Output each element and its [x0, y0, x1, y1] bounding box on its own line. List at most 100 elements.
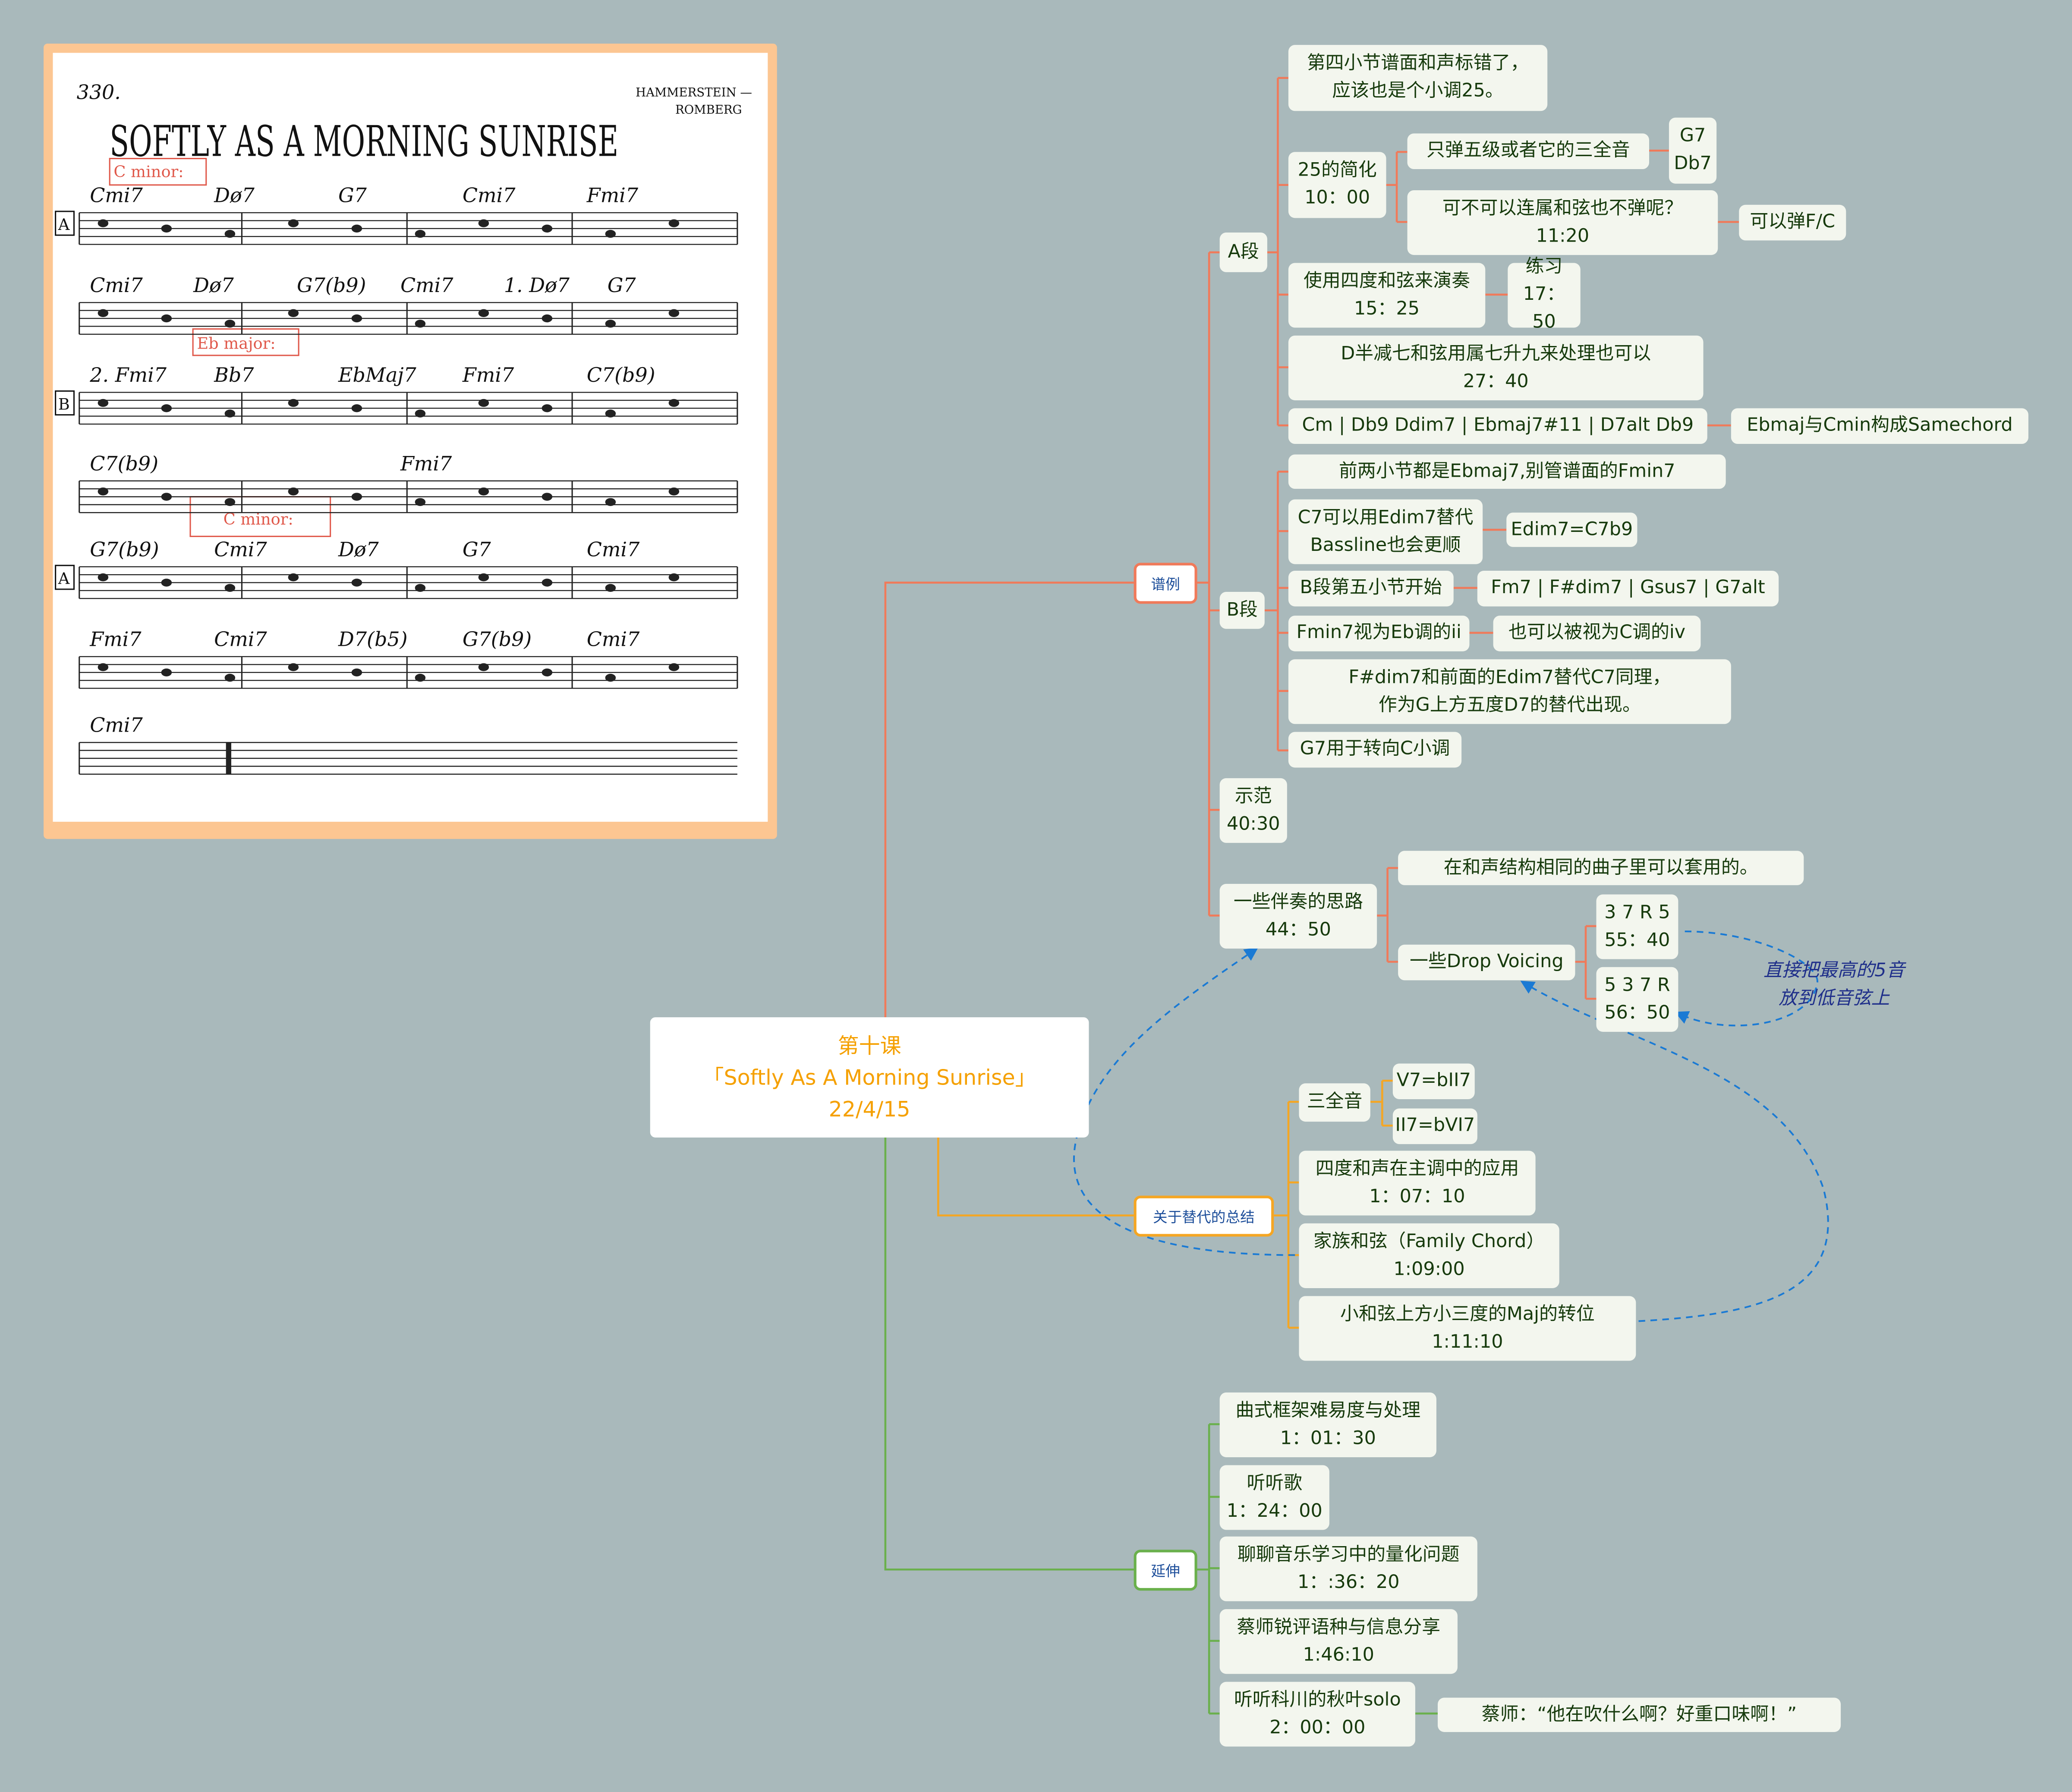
- substitution-connectors: [937, 1079, 1393, 1329]
- note-head: [161, 578, 172, 587]
- chord-symbol: Bb7: [214, 363, 254, 387]
- node-edim[interactable]: Edim7=C7b9: [1506, 512, 1637, 547]
- note-head: [161, 493, 172, 501]
- note-head: [98, 487, 109, 496]
- c-minor-label-1: C minor:: [113, 162, 183, 181]
- staff: [79, 742, 737, 775]
- chord-symbol: G7: [608, 274, 636, 297]
- node-reuse[interactable]: 在和声结构相同的曲子里可以套用的。: [1398, 851, 1804, 885]
- node-listen[interactable]: 听听歌 1：24：00: [1219, 1465, 1329, 1530]
- note-head: [98, 399, 109, 407]
- branch-extension[interactable]: 延伸: [1134, 1550, 1197, 1591]
- node-g7[interactable]: G7用于转向C小调: [1288, 732, 1462, 768]
- node-fourths-tonic[interactable]: 四度和声在主调中的应用 1：07：10: [1299, 1151, 1536, 1216]
- note-head: [542, 578, 553, 587]
- node-voicing-2[interactable]: 5 3 7 R 56：50: [1596, 967, 1678, 1032]
- page-number: 330.: [77, 81, 121, 104]
- node-demo[interactable]: 示范 40:30: [1219, 778, 1287, 843]
- node-tritone[interactable]: 三全音: [1299, 1083, 1370, 1122]
- note-head: [478, 573, 489, 582]
- branch-score[interactable]: 谱例: [1134, 563, 1197, 604]
- note-head: [288, 309, 299, 317]
- note-head: [98, 309, 109, 317]
- chord-symbol: Cmi7: [587, 538, 640, 561]
- node-quantify[interactable]: 聊聊音乐学习中的量化问题 1：:36：20: [1219, 1536, 1477, 1601]
- node-simplify[interactable]: 25的简化 10：00: [1288, 152, 1386, 218]
- node-fmin7-iv[interactable]: 也可以被视为C调的iv: [1493, 616, 1701, 651]
- node-family-chord[interactable]: 家族和弦（Family Chord） 1:09:00: [1299, 1223, 1559, 1288]
- note-head: [605, 230, 616, 238]
- staff: [79, 392, 738, 425]
- sheet-paper: [53, 53, 768, 822]
- note-head: [668, 219, 680, 227]
- chord-symbol: Cmi7: [214, 628, 267, 651]
- composer-1: HAMMERSTEIN —: [636, 86, 752, 100]
- node-half-dim[interactable]: D半减七和弦用属七升九来处理也可以 27：40: [1288, 335, 1704, 400]
- node-comping[interactable]: 一些伴奏的思路 44：50: [1219, 883, 1377, 949]
- chord-symbol: Fmi7: [400, 452, 452, 475]
- node-c7-sub[interactable]: C7可以用Edim7替代 Bassline也会更顺: [1288, 499, 1483, 564]
- node-samechord[interactable]: Ebmaj与Cmin构成Samechord: [1731, 408, 2028, 444]
- node-quote[interactable]: 蔡师：“他在吹什么啊？好重口味啊！”: [1438, 1698, 1841, 1732]
- note-head: [224, 584, 236, 592]
- note-head: [478, 219, 489, 227]
- note-head: [288, 487, 299, 496]
- node-a-section[interactable]: A段: [1219, 233, 1267, 272]
- root-topic[interactable]: 第十课 「Softly As A Morning Sunrise」 22/4/1…: [650, 1017, 1089, 1138]
- staff: [79, 566, 738, 599]
- node-comments[interactable]: 蔡师锐评语种与信息分享 1:46:10: [1219, 1609, 1458, 1674]
- note-head: [351, 314, 362, 323]
- note-head: [415, 409, 426, 418]
- chord-symbol: Cmi7: [90, 274, 143, 297]
- staff: [79, 656, 738, 689]
- node-fsharp-dim[interactable]: F#dim7和前面的Edim7替代C7同理， 作为G上方五度D7的替代出现。: [1288, 659, 1731, 724]
- node-tritone-chords[interactable]: G7 Db7: [1669, 117, 1717, 184]
- node-first-two-bars[interactable]: 前两小节都是Ebmaj7,别管谱面的Fmin7: [1288, 454, 1726, 489]
- node-bar5[interactable]: B段第五小节开始: [1288, 571, 1454, 607]
- chord-symbol: Fmi7: [586, 184, 639, 207]
- node-form[interactable]: 曲式框架难易度与处理 1：01：30: [1219, 1392, 1436, 1457]
- chord-symbol: Cmi7: [214, 538, 267, 561]
- rehearsal-a2: A: [58, 569, 70, 588]
- chord-symbol: G7(b9): [90, 538, 159, 561]
- chord-symbol: Cmi7: [463, 184, 516, 207]
- note-head: [542, 668, 553, 676]
- chord-symbol: 1. Dø7: [504, 274, 570, 297]
- node-tritone-2[interactable]: II7=bVI7: [1392, 1108, 1477, 1144]
- node-bar5-chords[interactable]: Fm7 | F#dim7 | Gsus7 | G7alt: [1477, 571, 1779, 607]
- node-progression[interactable]: Cm | Db9 Ddim7 | Ebmaj7#11 | D7alt Db9: [1288, 408, 1707, 444]
- note-head: [605, 584, 616, 592]
- note-head: [224, 673, 236, 682]
- node-b-section[interactable]: B段: [1219, 592, 1265, 629]
- score-connectors: [884, 77, 1739, 1018]
- note-head: [351, 404, 362, 412]
- chord-symbol: G7(b9): [463, 628, 532, 651]
- node-coltrane[interactable]: 听听科川的秋叶solo 2：00：00: [1219, 1682, 1415, 1747]
- node-minor-maj[interactable]: 小和弦上方小三度的Maj的转位 1:11:10: [1299, 1296, 1636, 1361]
- chord-symbol: G7: [338, 184, 367, 207]
- note-head: [224, 409, 236, 418]
- note-head: [478, 399, 489, 407]
- note-head: [288, 663, 299, 671]
- note-head: [161, 668, 172, 676]
- node-fc[interactable]: 可以弹F/C: [1739, 204, 1846, 241]
- chord-symbol: D7(b5): [338, 628, 407, 651]
- node-tritone-only[interactable]: 只弹五级或者它的三全音: [1407, 133, 1649, 169]
- branch-substitution[interactable]: 关于替代的总结: [1134, 1195, 1274, 1237]
- node-skip-dominant[interactable]: 可不可以连属和弦也不弹呢？ 11:20: [1407, 190, 1718, 255]
- note-head: [542, 404, 553, 412]
- node-practice[interactable]: 练习 17：50: [1508, 256, 1581, 333]
- node-fourths[interactable]: 使用四度和弦来演奏 15：25: [1288, 263, 1486, 328]
- node-tritone-1[interactable]: V7=bII7: [1392, 1063, 1475, 1099]
- node-drop-voicing[interactable]: 一些Drop Voicing: [1398, 944, 1575, 981]
- extension-connectors: [884, 1137, 1438, 1715]
- chord-symbol: 2. Fmi7: [89, 363, 167, 387]
- note-head: [351, 493, 362, 501]
- chord-symbol: Fmi7: [89, 628, 142, 651]
- node-fmin7[interactable]: Fmin7视为Eb调的ii: [1288, 616, 1470, 651]
- node-bar4-note[interactable]: 第四小节谱面和声标错了， 应该也是个小调25。: [1288, 45, 1548, 111]
- note-head: [668, 663, 680, 671]
- node-voicing-1[interactable]: 3 7 R 5 55：40: [1596, 894, 1678, 959]
- note-head: [161, 314, 172, 323]
